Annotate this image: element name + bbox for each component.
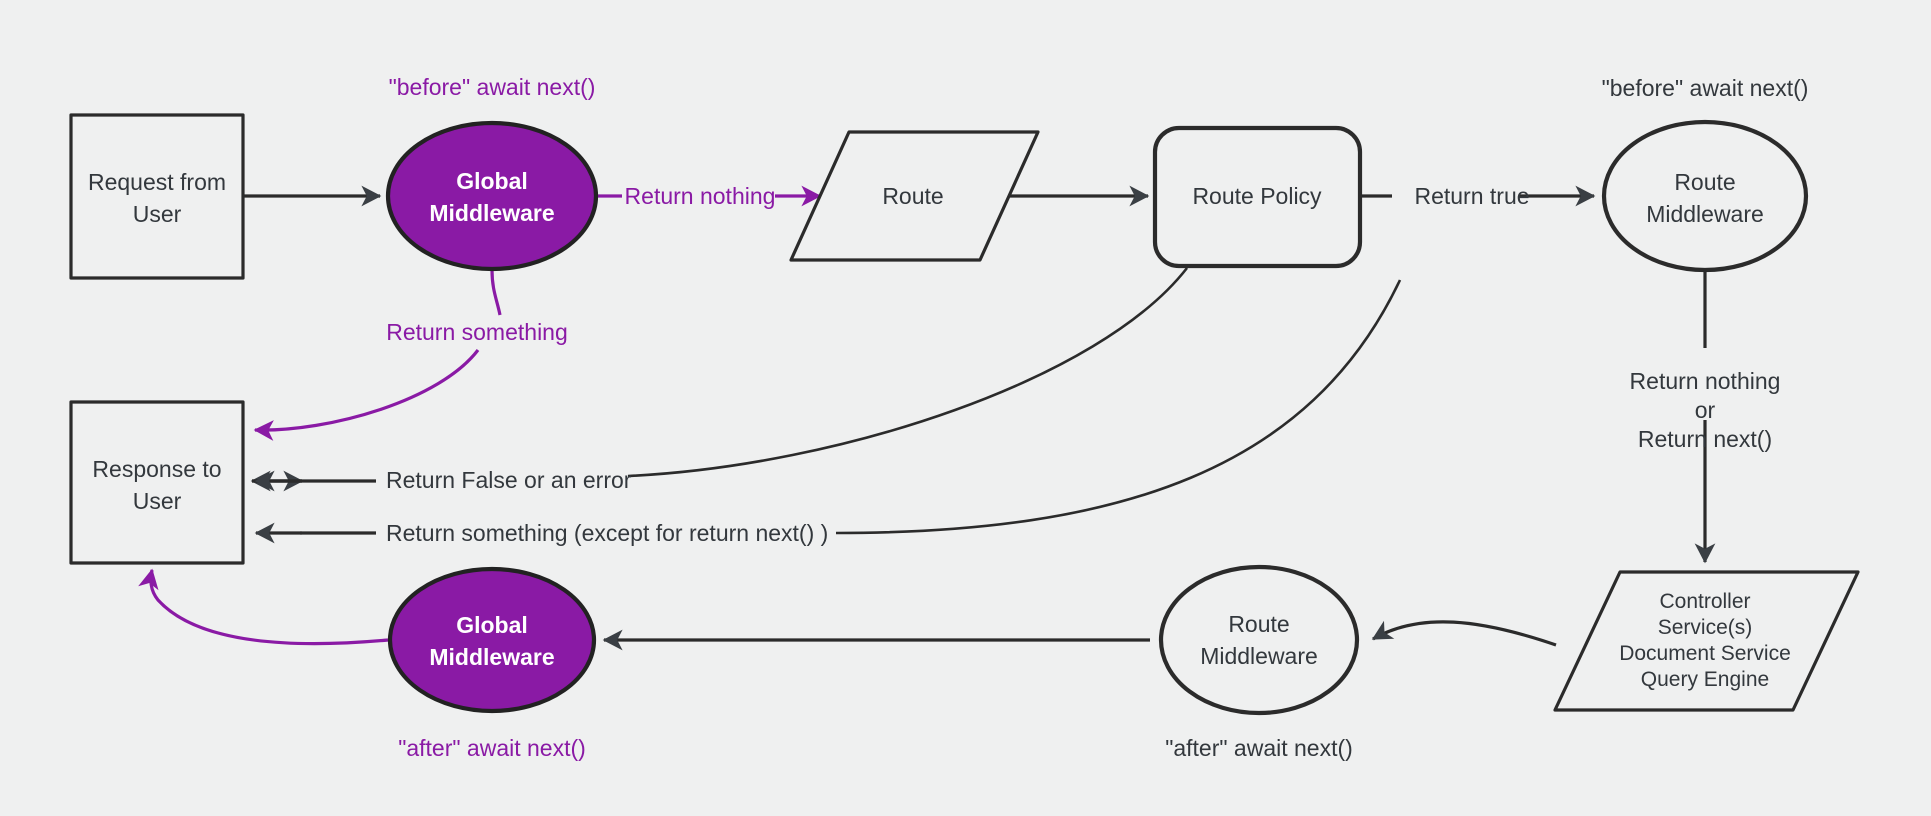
node-response-to-user-line1: Response to <box>92 456 221 482</box>
edge-label-return-true: Return true <box>1414 183 1529 209</box>
node-global-middleware-bottom-line1: Global <box>456 612 528 638</box>
node-route-policy[interactable] <box>1152 125 1363 269</box>
node-request-from-user[interactable] <box>69 113 245 280</box>
annotation-after-await-next-route: "after" await next() <box>1165 735 1353 761</box>
node-controller-services-line2: Service(s) <box>1658 616 1753 639</box>
edge-global-middleware-return-something-upper <box>490 269 502 316</box>
node-route-middleware-top[interactable] <box>1601 119 1809 273</box>
node-global-middleware-bottom[interactable] <box>387 566 597 714</box>
edge-label-return-something: Return something <box>386 319 568 345</box>
edge-label-return-nothing: Return nothing <box>625 183 776 209</box>
edge-label-return-something-except: Return something (except for return next… <box>386 520 828 546</box>
node-controller-services-line1: Controller <box>1659 590 1750 613</box>
node-route-middleware-bottom-line2: Middleware <box>1200 643 1318 669</box>
node-controller-services-line3: Document Service <box>1619 642 1791 665</box>
node-route-policy-label: Route Policy <box>1192 183 1322 209</box>
node-request-from-user-line2: User <box>133 201 182 227</box>
edge-controller-to-route-middleware-bottom <box>1371 620 1557 647</box>
edge-label-return-nothing-or-next-line1: Return nothing <box>1630 368 1781 394</box>
node-controller-services-line4: Query Engine <box>1641 668 1769 691</box>
node-route-middleware-bottom-line1: Route <box>1228 611 1289 637</box>
node-route-label: Route <box>882 183 943 209</box>
annotation-before-await-next-global: "before" await next() <box>389 74 596 100</box>
node-route-middleware-top-line2: Middleware <box>1646 201 1764 227</box>
edge-route-policy-return-false-curve <box>627 267 1189 478</box>
edge-route-middleware-return-something-curve <box>835 279 1402 535</box>
edge-label-return-nothing-or-next-line2: or <box>1695 397 1716 423</box>
node-response-to-user[interactable] <box>69 400 245 565</box>
edge-label-return-false-or-error: Return False or an error <box>386 467 632 493</box>
node-request-from-user-line1: Request from <box>88 169 226 195</box>
node-global-middleware-top-line2: Middleware <box>429 200 554 226</box>
node-route[interactable] <box>789 130 1040 262</box>
edge-label-return-nothing-or-next-line3: Return next() <box>1638 426 1772 452</box>
node-global-middleware-top-line1: Global <box>456 168 528 194</box>
node-route-middleware-bottom[interactable] <box>1158 564 1360 716</box>
edge-global-middleware-return-something-lower <box>253 349 480 441</box>
annotation-after-await-next-global: "after" await next() <box>398 735 586 761</box>
node-global-middleware-bottom-line2: Middleware <box>429 644 554 670</box>
node-response-to-user-line2: User <box>133 488 182 514</box>
node-controller-services[interactable] <box>1553 570 1860 712</box>
node-global-middleware-top[interactable] <box>385 120 599 272</box>
node-route-middleware-top-line1: Route <box>1674 169 1735 195</box>
annotation-before-await-next-route: "before" await next() <box>1602 75 1809 101</box>
edge-global-middleware-bottom-to-response <box>138 568 389 646</box>
